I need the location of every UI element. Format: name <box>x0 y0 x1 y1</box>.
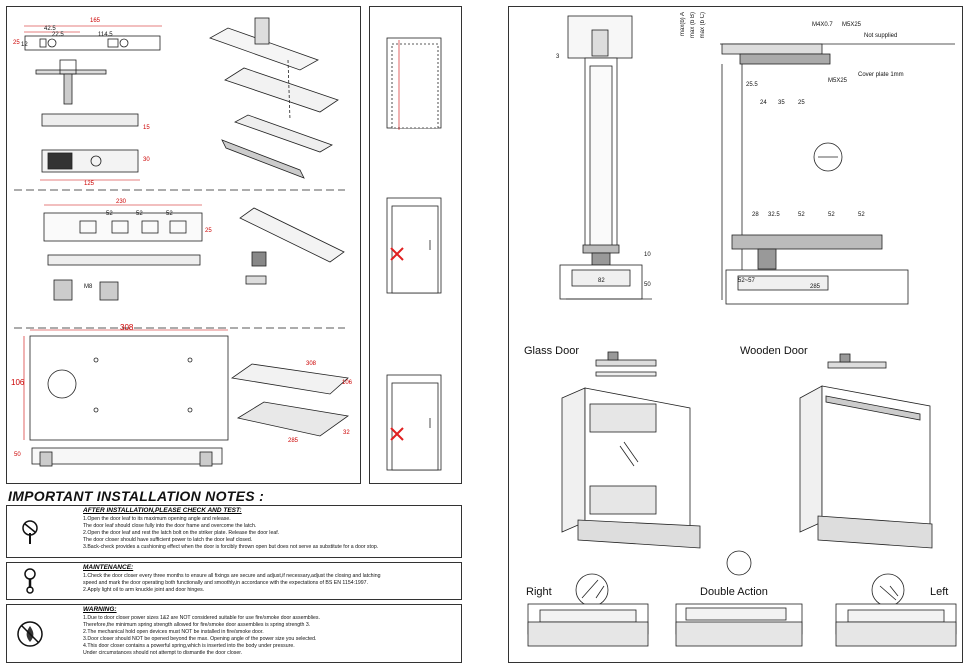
dim-top-s: 30 <box>143 157 150 163</box>
dim-mid-k: M8 <box>84 284 93 290</box>
spanner-icon <box>24 568 36 594</box>
note-line: 2.Apply light oil to arm knuckle joint a… <box>83 587 205 593</box>
dim-mid-overall: 230 <box>116 199 127 205</box>
dim-top-h1: 25 <box>13 40 20 46</box>
dim-bottom-box2-h: 32 <box>343 430 350 436</box>
label-max-a: max(b) A <box>680 12 686 37</box>
right-drawing-panel <box>508 6 963 663</box>
dim-28: 28 <box>752 212 759 218</box>
dim-bottom-box-h: 106 <box>342 380 353 386</box>
dim-35: 35 <box>778 100 785 106</box>
label-m4: M4X0.7 <box>812 22 833 28</box>
dim-3: 3 <box>556 54 560 60</box>
fire-warning-icon <box>17 620 43 647</box>
dim-top-h2: 12 <box>21 42 28 48</box>
dim-mid-a: 52 <box>106 211 113 217</box>
note-line: Therefore,the minimum spring strength al… <box>83 622 311 628</box>
label-max-c: max (b C) <box>700 12 706 39</box>
note-line: 2.The mechanical hold open devices must … <box>83 629 264 635</box>
dim-52-57: 52~57 <box>738 278 755 284</box>
dim-mid-h: 25 <box>205 228 212 234</box>
note-heading: WARNING: <box>83 606 117 613</box>
label-not-supplied: Not supplied <box>864 33 898 39</box>
label-m5b: M5X25 <box>828 78 848 84</box>
note-after-installation: AFTER INSTALLATION,PLEASE CHECK AND TEST… <box>6 505 462 558</box>
note-heading: MAINTENANCE: <box>83 564 134 571</box>
note-line: 3.Back-check provides a cushioning effec… <box>83 544 379 550</box>
dim-top-c: 114.5 <box>98 32 113 38</box>
dim-bottom-overall: 308 <box>120 323 134 332</box>
dim-top-t: 15 <box>143 125 150 131</box>
dim-bottom-box2-w: 285 <box>288 438 299 444</box>
dim-82: 82 <box>598 278 605 284</box>
dim-mid-b: 52 <box>136 211 143 217</box>
dim-top-overall: 165 <box>90 18 101 24</box>
wrench-screwdriver-icon <box>22 519 38 544</box>
dim-25-5: 25.5 <box>746 82 758 88</box>
right-label: Right <box>526 586 552 598</box>
dim-52b: 52 <box>828 212 835 218</box>
note-line: 2.Open the door leaf and rest the latch … <box>83 530 280 536</box>
dim-285: 285 <box>810 284 821 290</box>
wooden-door-label: Wooden Door <box>740 345 808 357</box>
dim-bottom-box-w: 308 <box>306 361 317 367</box>
installation-notes-title: IMPORTANT INSTALLATION NOTES : <box>8 488 265 504</box>
note-line: 1.Open the door leaf to its maximum open… <box>83 516 231 522</box>
label-cover-plate: Cover plate 1mm <box>858 72 904 78</box>
dim-bottom-side: 50 <box>14 452 21 458</box>
double-action-label: Double Action <box>700 586 768 598</box>
dim-bottom-h: 106 <box>11 378 25 387</box>
label-max-b: max (b B) <box>690 12 696 39</box>
dim-top-w: 125 <box>84 181 95 187</box>
dim-52a: 52 <box>798 212 805 218</box>
glass-door-label: Glass Door <box>524 345 580 357</box>
note-heading: AFTER INSTALLATION,PLEASE CHECK AND TEST… <box>83 507 242 514</box>
note-line: 1.Due to door closer power sizes 1&2 are… <box>83 615 320 621</box>
note-warning: WARNING: 1.Due to door closer power size… <box>6 604 462 663</box>
dim-32-5: 32.5 <box>768 212 780 218</box>
note-maintenance: MAINTENANCE: 1.Check the door closer eve… <box>6 562 462 600</box>
dim-25: 25 <box>798 100 805 106</box>
note-line: speed and mark the door operating both f… <box>83 580 369 586</box>
note-line: The door leaf should close fully into th… <box>83 523 257 529</box>
dim-10: 10 <box>644 252 651 258</box>
dim-top-b: 22.5 <box>52 32 64 38</box>
dim-52c: 52 <box>858 212 865 218</box>
dim-mid-c: 52 <box>166 211 173 217</box>
left-label: Left <box>930 586 949 598</box>
note-line: 1.Check the door closer every three mont… <box>83 573 381 579</box>
note-line: Under circumstances should not attempt t… <box>83 650 243 656</box>
dim-50: 50 <box>644 282 651 288</box>
note-line: 3.Door closer should NOT be opened beyon… <box>83 636 317 642</box>
label-m5a: M5X25 <box>842 22 862 28</box>
dim-24: 24 <box>760 100 767 106</box>
dim-top-a: 42.5 <box>44 26 56 32</box>
note-line: The door closer should have sufficient p… <box>83 537 253 543</box>
note-line: 4.This door closer contains a powerful s… <box>83 643 295 649</box>
